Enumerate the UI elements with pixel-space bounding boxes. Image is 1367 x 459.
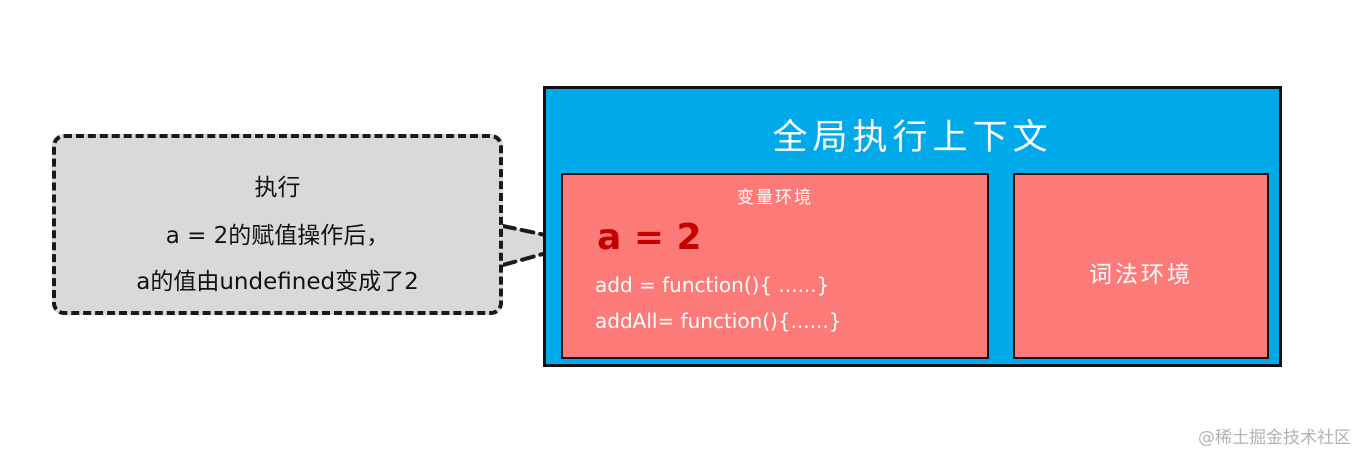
global-execution-context: 全局执行上下文 变量环境 a = 2 add = function(){ ...… bbox=[543, 86, 1282, 367]
lexical-environment-title: 词法环境 bbox=[1089, 262, 1193, 288]
execution-callout: 执行 a = 2的赋值操作后， a的值由undefined变成了2 bbox=[52, 134, 503, 315]
watermark: @稀土掘金技术社区 bbox=[1198, 428, 1351, 448]
global-context-title: 全局执行上下文 bbox=[772, 118, 1053, 158]
variable-addall-entry: addAll= function(){......} bbox=[595, 309, 842, 333]
variable-environment: 变量环境 a = 2 add = function(){ ......} add… bbox=[561, 173, 989, 359]
callout-line-1: a = 2的赋值操作后， bbox=[165, 223, 390, 249]
callout-line-2: a的值由undefined变成了2 bbox=[136, 269, 419, 295]
callout-title: 执行 bbox=[254, 175, 301, 201]
variable-a-value: a = 2 bbox=[597, 217, 702, 258]
lexical-environment: 词法环境 bbox=[1013, 173, 1269, 359]
variable-environment-title: 变量环境 bbox=[737, 188, 813, 208]
variable-add-entry: add = function(){ ......} bbox=[595, 273, 830, 297]
